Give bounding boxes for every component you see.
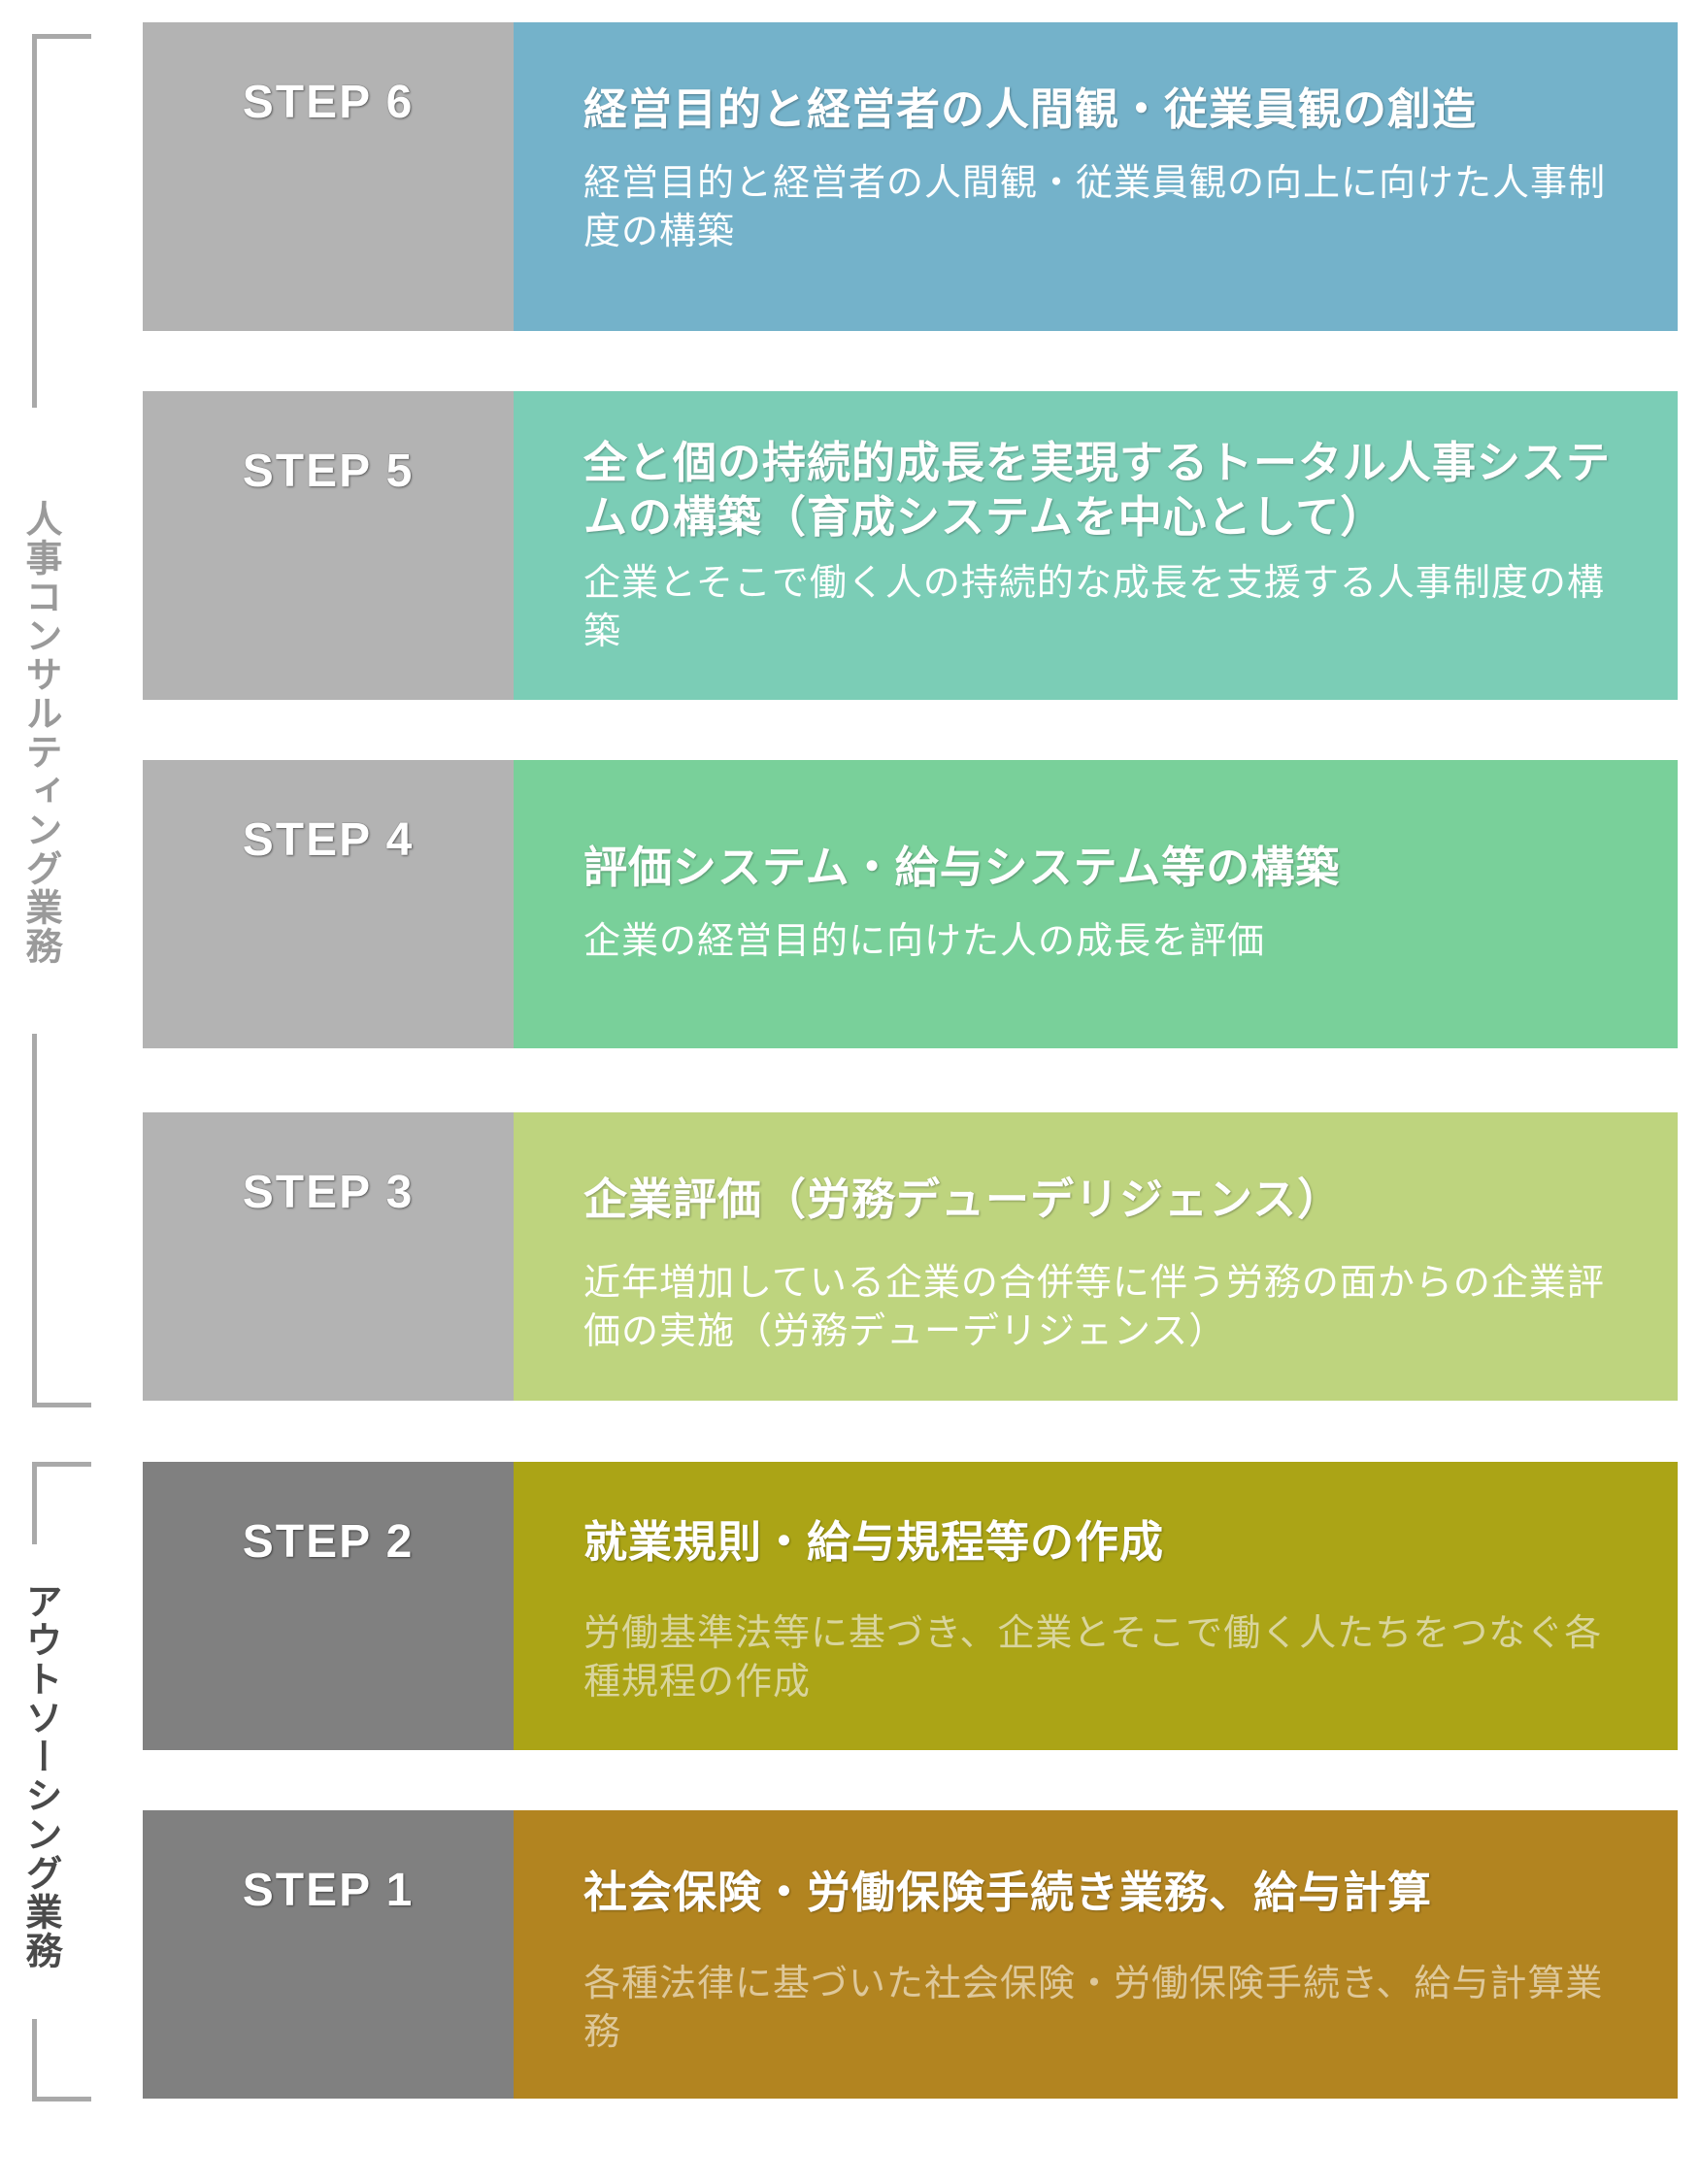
step-description: 経営目的と経営者の人間観・従業員観の向上に向けた人事制度の構築 xyxy=(583,161,1607,252)
step-description: 労働基準法等に基づき、企業とそこで働く人たちをつなぐ各種規程の作成 xyxy=(583,1611,1603,1703)
step-description: 各種法律に基づいた社会保険・労働保険手続き、給与計算業務 xyxy=(583,1962,1604,2053)
step-content: 評価システム・給与システム等の構築 企業の経営目的に向けた人の成長を評価 xyxy=(514,760,1678,1048)
bracket-outsourcing-top xyxy=(32,1462,91,1544)
step-row-5: STEP 5 全と個の持続的成長を実現するトータル人事システムの構築（育成システ… xyxy=(143,391,1678,700)
step-description: 企業とそこで働く人の持続的な成長を支援する人事制度の構築 xyxy=(583,561,1605,652)
step-label: STEP 1 xyxy=(143,1810,514,2099)
step-title: 全と個の持続的成長を実現するトータル人事システムの構築（育成システムを中心として… xyxy=(583,437,1612,543)
step-content: 経営目的と経営者の人間観・従業員観の創造 経営目的と経営者の人間観・従業員観の向… xyxy=(514,22,1678,331)
step-row-4: STEP 4 評価システム・給与システム等の構築 企業の経営目的に向けた人の成長… xyxy=(143,760,1678,1048)
step-content: 社会保険・労働保険手続き業務、給与計算 各種法律に基づいた社会保険・労働保険手続… xyxy=(514,1810,1678,2099)
bracket-outsourcing-bottom xyxy=(32,2019,91,2101)
step-label: STEP 2 xyxy=(143,1462,514,1750)
step-row-2: STEP 2 就業規則・給与規程等の作成 労働基準法等に基づき、企業とそこで働く… xyxy=(143,1462,1678,1750)
category-label-consulting: 人事コンサルティング業務 xyxy=(19,500,62,966)
step-row-1: STEP 1 社会保険・労働保険手続き業務、給与計算 各種法律に基づいた社会保険… xyxy=(143,1810,1678,2099)
step-description: 近年増加している企業の合併等に伴う労務の面からの企業評価の実施（労務デューデリジ… xyxy=(583,1261,1605,1352)
step-row-3: STEP 3 企業評価（労務デューデリジェンス） 近年増加している企業の合併等に… xyxy=(143,1112,1678,1401)
step-title: 評価システム・給与システム等の構築 xyxy=(583,842,1341,893)
bracket-consulting-top xyxy=(32,34,91,408)
step-row-6: STEP 6 経営目的と経営者の人間観・従業員観の創造 経営目的と経営者の人間観… xyxy=(143,22,1678,331)
step-label: STEP 4 xyxy=(143,760,514,1048)
step-label: STEP 6 xyxy=(143,22,514,331)
step-label: STEP 5 xyxy=(143,391,514,700)
step-title: 社会保険・労働保険手続き業務、給与計算 xyxy=(583,1867,1433,1918)
step-content: 全と個の持続的成長を実現するトータル人事システムの構築（育成システムを中心として… xyxy=(514,391,1678,700)
step-content: 就業規則・給与規程等の作成 労働基準法等に基づき、企業とそこで働く人たちをつなぐ… xyxy=(514,1462,1678,1750)
step-title: 就業規則・給与規程等の作成 xyxy=(583,1516,1165,1568)
bracket-consulting-bottom xyxy=(32,1034,91,1407)
step-description: 企業の経営目的に向けた人の成長を評価 xyxy=(583,919,1266,962)
category-label-outsourcing: アウトソーシング業務 xyxy=(19,1582,62,1970)
step-title: 企業評価（労務デューデリジェンス） xyxy=(583,1174,1343,1225)
step-content: 企業評価（労務デューデリジェンス） 近年増加している企業の合併等に伴う労務の面か… xyxy=(514,1112,1678,1401)
step-title: 経営目的と経営者の人間観・従業員観の創造 xyxy=(583,83,1478,135)
step-label: STEP 3 xyxy=(143,1112,514,1401)
